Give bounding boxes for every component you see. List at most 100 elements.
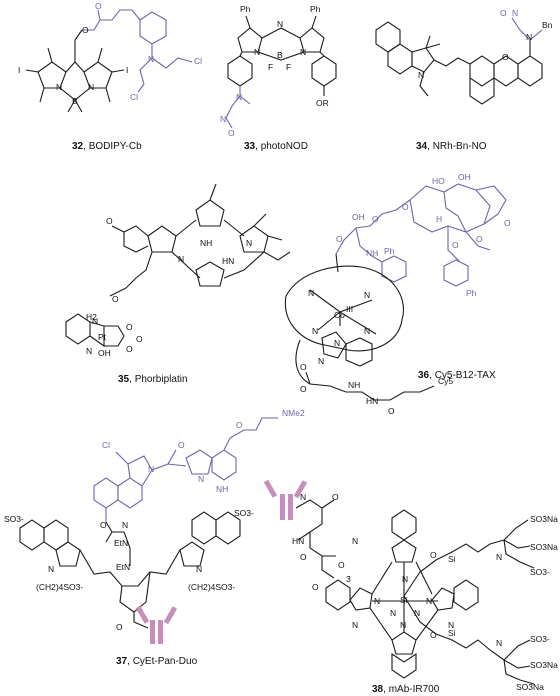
atom-label: Bn <box>542 20 553 30</box>
atom-label: N <box>400 620 406 630</box>
atom-label: N <box>254 47 260 57</box>
atom-label: HN <box>222 256 234 266</box>
atom-label: O <box>112 294 119 304</box>
atom-label: F <box>286 62 291 72</box>
atom-label: O <box>100 520 107 530</box>
atom-label: N <box>426 596 432 606</box>
compound-label-38: 38, mAb-IR700 <box>372 684 440 695</box>
atom-label: O <box>300 362 307 372</box>
atom-label: SO3- <box>234 508 254 518</box>
compound-label-34: 34, NRh-Bn-NO <box>416 141 487 152</box>
atom-label: Co <box>334 310 345 320</box>
atom-label: F <box>268 62 273 72</box>
atom-label: N <box>220 114 226 124</box>
atom-label: N <box>56 82 62 92</box>
atom-label: EtN <box>114 538 128 548</box>
compound-label-36: 36, Cy5-B12-TAX <box>418 370 496 381</box>
atom-label: N <box>86 346 92 356</box>
atom-label: OH <box>352 212 365 222</box>
antibody-icon <box>135 605 178 644</box>
atom-label: Cy5 <box>438 376 453 386</box>
atom-label: Si <box>448 554 456 564</box>
atom-label: Ph <box>466 288 477 298</box>
structure-32: O O N Cl Cl I I N N B <box>18 1 202 113</box>
atom-label: N <box>418 70 424 80</box>
atom-label: HN <box>292 536 304 546</box>
compound-label-37: 37, CyEt-Pan-Duo <box>116 656 198 667</box>
structure-33: Ph Ph N N N B F F N N O OR <box>220 4 337 138</box>
antibody-icon <box>263 479 308 520</box>
atom-label: N <box>178 254 184 264</box>
atom-label: N <box>352 620 358 630</box>
atom-label: I <box>126 65 128 75</box>
atom-label: Si <box>448 628 456 638</box>
atom-label: O <box>126 344 133 354</box>
atom-label: N <box>496 552 502 562</box>
atom-label: B <box>277 50 283 60</box>
atom-label: B <box>72 96 78 106</box>
atom-label: O <box>300 384 307 394</box>
structure-38: N O HN O N O 3 O N N N N Si N N N N O Si… <box>292 492 558 692</box>
atom-label: H2 <box>86 312 97 322</box>
atom-label: N <box>148 54 154 64</box>
atom-label: N <box>352 536 358 546</box>
atom-label: (CH2)4SO3- <box>188 582 235 592</box>
atom-label: N <box>236 92 242 102</box>
atom-label: O <box>402 202 409 212</box>
atom-label: I <box>18 65 20 75</box>
atom-label: NH <box>348 380 360 390</box>
atom-label: Si <box>400 595 408 605</box>
structure-35: O NH N N HN H2 N Pt N OH O O O O <box>65 183 291 358</box>
atom-label: O <box>372 214 379 224</box>
atom-label: O <box>116 622 123 632</box>
atom-label: SO3- <box>530 634 550 644</box>
atom-label: O <box>95 1 102 11</box>
atom-label: NH <box>200 238 212 248</box>
atom-label: Ph <box>384 246 395 256</box>
atom-label: NH <box>366 248 378 258</box>
atom-label: Ph <box>240 4 251 14</box>
atom-label: N <box>318 356 324 366</box>
atom-label: Cl <box>130 92 138 102</box>
atom-label: O <box>500 8 507 18</box>
atom-label: H <box>436 214 442 224</box>
atom-label: O <box>336 234 343 244</box>
atom-label: O <box>504 218 511 228</box>
atom-label: SO3- <box>4 514 24 524</box>
atom-label: N <box>526 32 532 42</box>
atom-label: N <box>148 464 154 474</box>
atom-label: OH <box>458 172 471 182</box>
atom-label: N <box>512 8 518 18</box>
atom-label: O <box>452 240 459 250</box>
atom-label: SO3Na <box>516 682 544 692</box>
atom-label: O <box>82 25 89 35</box>
atom-label: N <box>448 620 454 630</box>
atom-label: O <box>136 334 143 344</box>
atom-label: O <box>312 582 319 592</box>
atom-label: NMe2 <box>282 408 305 418</box>
atom-label: O <box>338 560 345 570</box>
atom-label: N <box>390 608 396 618</box>
atom-label: OR <box>316 98 329 108</box>
atom-label: O <box>430 630 437 640</box>
atom-label: Pt <box>98 332 107 342</box>
atom-label: N <box>496 638 502 648</box>
atom-label: Ph <box>310 4 321 14</box>
compound-label-35: 35, Phorbiplatin <box>118 374 188 385</box>
atom-label: SO3- <box>530 567 550 577</box>
atom-label: NH <box>216 484 228 494</box>
atom-label: O <box>126 322 133 332</box>
atom-label: N <box>246 238 252 248</box>
atom-label: III <box>346 304 353 314</box>
atom-label: N <box>402 574 408 584</box>
structure-36: HO OH O H O O OH O NH Ph O O N N Co III … <box>284 172 511 416</box>
atom-label: N <box>300 492 306 502</box>
atom-label: N <box>364 290 370 300</box>
structure-34: O N N Bn N O <box>375 8 553 105</box>
compound-label-32: 32, BODIPY-Cb <box>72 141 142 152</box>
atom-label: N <box>196 564 202 574</box>
atom-label: N <box>277 19 283 29</box>
atom-label: HO <box>432 176 445 186</box>
atom-label: N <box>198 474 204 484</box>
